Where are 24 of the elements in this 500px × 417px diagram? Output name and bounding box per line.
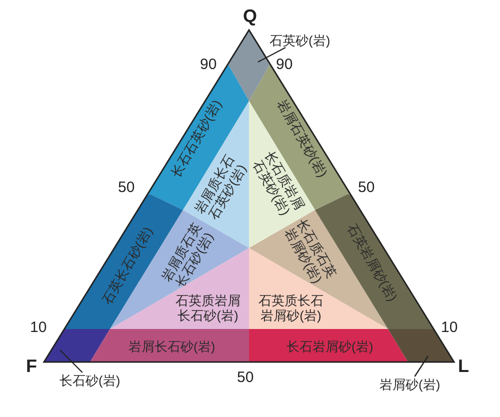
tick-label: 90	[276, 57, 293, 73]
region-label: 长石砂(岩)	[60, 372, 120, 388]
tick-label: 50	[237, 370, 254, 386]
region-label: 长石质石英岩屑砂(岩)	[280, 216, 340, 288]
tick-label: 90	[200, 57, 217, 73]
region-label: 石英质岩屑长石砂(岩)	[175, 293, 241, 323]
tick-label: 10	[441, 320, 458, 336]
region-label: 岩屑砂(岩)	[380, 376, 440, 392]
region-label: 长石岩屑砂(岩)	[286, 338, 374, 354]
region-label: 石英岩屑砂(岩)	[344, 220, 400, 304]
region-label: 岩屑质长石石英砂(岩)	[192, 152, 250, 222]
region-label: 岩屑质石英长石砂(岩)	[158, 220, 218, 292]
region-label: 石英质长石岩屑砂(岩)	[258, 293, 324, 323]
vertex-label: Q	[243, 8, 258, 24]
region-label: 石英长石砂(岩)	[98, 224, 155, 306]
tick-label: 50	[118, 180, 135, 196]
leader-line	[414, 356, 428, 377]
leader-line	[258, 46, 286, 63]
tick-label: 50	[358, 180, 375, 196]
tick-label: 10	[30, 320, 47, 336]
region-label: 石英砂(岩)	[270, 32, 330, 48]
vertex-label: L	[458, 358, 469, 374]
vertex-label: F	[26, 358, 37, 374]
region-label: 岩屑长石砂(岩)	[128, 338, 216, 354]
